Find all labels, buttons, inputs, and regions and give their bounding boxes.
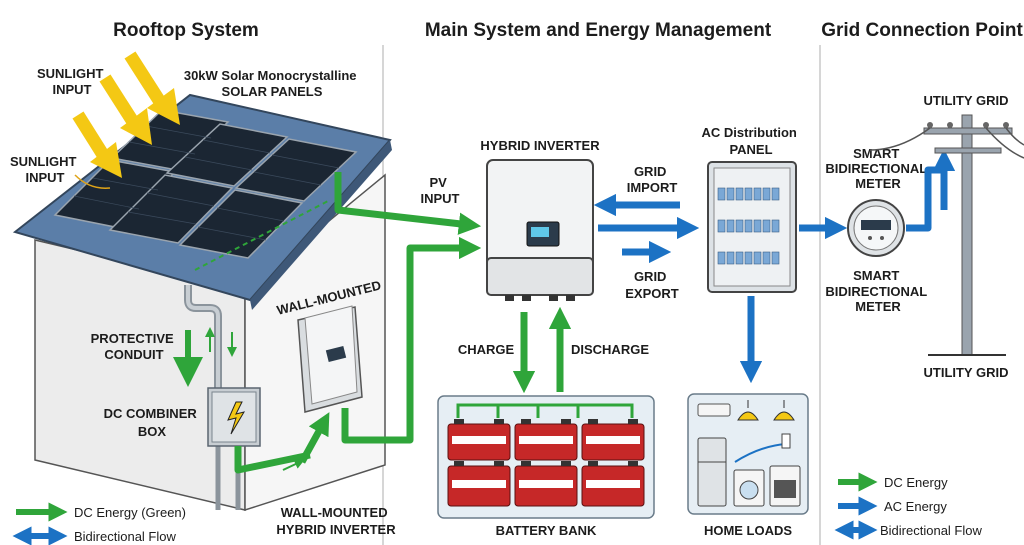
refrigerator-icon (697, 437, 727, 507)
sunlight-arrowhead (90, 142, 122, 178)
home-loads (687, 393, 809, 515)
home-loads-label: HOME LOADS (704, 523, 792, 538)
inverter-display (325, 346, 347, 362)
protective-conduit-label: PROTECTIVE CONDUIT (91, 331, 178, 362)
solar-panel (234, 138, 358, 202)
hybrid-inverter-label: HYBRID INVERTER (480, 138, 600, 153)
roof-edge (250, 140, 392, 310)
smart-meter-label-top: SMART BIDIRECTIONAL METER (825, 146, 930, 191)
dc-flow-to-wall-inverter (298, 412, 330, 464)
sunlight-rays (72, 51, 180, 178)
solar-panel (108, 174, 234, 244)
inverter-port (566, 295, 575, 301)
smart-meter-label-bottom: SMART BIDIRECTIONAL METER (825, 268, 930, 314)
battery (514, 461, 578, 507)
section-title-rooftop: Rooftop System (113, 20, 259, 41)
ac-distribution-panel (707, 161, 797, 293)
pv-input-flow (334, 172, 482, 235)
sunlight-arrow (124, 51, 168, 109)
wall-inverter-output-flow (341, 236, 482, 444)
legend-item: Bidirectional Flow (12, 526, 176, 545)
legend-label: AC Energy (884, 499, 947, 514)
wall-mounted-inverter-label: WALL-MOUNTED HYBRID INVERTER (276, 505, 396, 537)
legend-label: Bidirectional Flow (74, 529, 176, 544)
section-title-grid: Grid Connection Point (821, 20, 1023, 41)
dc-flow-combiner (234, 446, 311, 474)
solar-panel-array (53, 109, 358, 259)
ceiling-light-icon (773, 400, 795, 421)
sunlight-arrow (99, 74, 141, 129)
legend-item: Bidirectional Flow (834, 520, 982, 540)
solar-panel (165, 123, 289, 187)
breaker-row (717, 187, 780, 265)
lightning-icon (227, 401, 246, 435)
ac-panel-label: AC Distribution PANEL (702, 125, 801, 157)
pv-input-label: PV INPUT (421, 175, 460, 206)
sunlight-arrowhead (120, 108, 152, 145)
meter-display (861, 220, 891, 230)
meter-to-grid-line (906, 166, 944, 232)
legend-left: DC Energy (Green) Bidirectional Flow (12, 502, 186, 545)
battery (447, 419, 511, 461)
inverter-port (549, 295, 558, 301)
legend-item: DC Energy (Green) (16, 502, 186, 522)
battery (581, 461, 645, 507)
legend-item: DC Energy (838, 472, 948, 492)
outlet-icon (781, 433, 791, 449)
inverter-port (522, 295, 531, 301)
grid-export-label: GRID EXPORT (625, 269, 679, 301)
legend-label: DC Energy (Green) (74, 505, 186, 520)
solar-panels-label: 30kW Solar Monocrystalline SOLAR PANELS (184, 68, 360, 99)
utility-grid-label-top: UTILITY GRID (924, 93, 1009, 108)
sunlight-input-label: SUNLIGHT INPUT (37, 66, 107, 97)
discharge-label: DISCHARGE (571, 342, 649, 357)
dc-combiner-box (207, 387, 261, 447)
sunlight-arrow (72, 111, 111, 162)
battery-bus (456, 403, 634, 418)
roof-dc-wiring (194, 199, 331, 271)
battery (581, 419, 645, 461)
solar-panel (178, 189, 304, 259)
sunlight-input-label: SUNLIGHT INPUT (10, 154, 80, 185)
legend-item: AC Energy (838, 496, 947, 516)
legend-label: DC Energy (884, 475, 948, 490)
inverter-port (505, 295, 514, 301)
ceiling-light-icon (737, 400, 759, 421)
house (12, 93, 392, 512)
battery (514, 419, 578, 461)
wall-mounted-inverter (297, 305, 363, 413)
dc-flow-small-arrow (282, 459, 305, 471)
air-conditioner-icon (697, 403, 731, 417)
hybrid-inverter (486, 159, 594, 301)
protective-conduit (184, 285, 241, 510)
battery-bank-label: BATTERY BANK (496, 523, 597, 538)
legend-label: Bidirectional Flow (880, 523, 982, 538)
utility-grid-label-bottom: UTILITY GRID (924, 365, 1009, 380)
dc-combiner-box-label: DC COMBINER BOX (104, 406, 201, 439)
battery (447, 461, 511, 507)
legend-right: DC Energy AC Energy Bidirectional Flow (834, 472, 982, 540)
grid-import-label: GRID IMPORT (627, 164, 678, 195)
smart-meter (847, 199, 905, 257)
charge-label: CHARGE (458, 342, 515, 357)
battery-bank (437, 395, 655, 519)
sunlight-arrowhead (147, 88, 180, 125)
section-title-main: Main System and Energy Management (425, 20, 772, 41)
utility-pole (869, 114, 1024, 356)
sunlight-pointer (74, 174, 111, 189)
